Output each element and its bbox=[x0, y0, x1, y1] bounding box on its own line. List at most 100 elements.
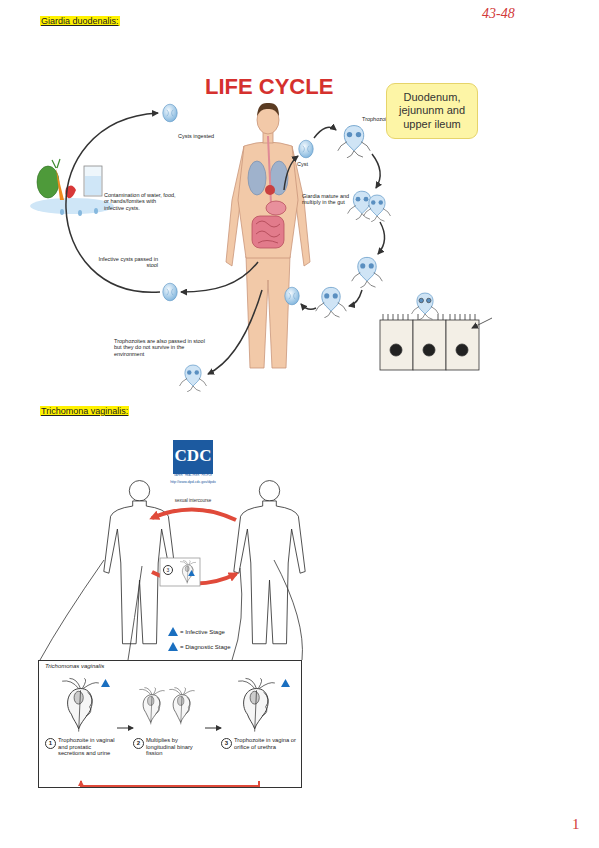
legend-swatch bbox=[168, 642, 178, 651]
trophozoite-drawing bbox=[238, 678, 275, 731]
food-water-contamination-part bbox=[56, 168, 64, 200]
step-text: Trophozoite in vaginal and prostatic sec… bbox=[58, 737, 117, 757]
food-water-contamination-part bbox=[30, 198, 114, 214]
human-figure-part bbox=[257, 103, 279, 116]
giardia-stages-part bbox=[352, 257, 383, 288]
heading-highlight: Giardia duodenalis: bbox=[40, 16, 120, 26]
legend-text: = Diagnostic Stage bbox=[180, 644, 231, 650]
legend-row: = Infective Stage bbox=[168, 622, 225, 640]
legend-swatch bbox=[168, 627, 178, 636]
giardia-stages-part bbox=[180, 365, 207, 392]
mini-stage-box-part bbox=[188, 570, 195, 576]
intestinal-epithelium-part bbox=[472, 318, 492, 328]
giardia-stages-part bbox=[316, 287, 347, 318]
legend-triangle bbox=[168, 627, 178, 636]
food-water-contamination-part bbox=[37, 166, 59, 198]
food-water-contamination-part bbox=[84, 166, 102, 196]
stage-illustration bbox=[221, 675, 297, 735]
stage-marker bbox=[281, 679, 290, 687]
panel-title: Trichomonas vaginalis bbox=[45, 663, 104, 669]
trophozoite-drawing bbox=[169, 688, 194, 725]
intestinal-epithelium bbox=[380, 293, 492, 370]
human-figure-part bbox=[246, 256, 290, 368]
heading-highlight: Trichomona vaginalis: bbox=[40, 406, 129, 416]
giardia-cycle-arrows bbox=[66, 113, 385, 374]
logo-text: CDC bbox=[173, 446, 213, 466]
cdc-logo-part bbox=[173, 440, 213, 474]
stage-illustration bbox=[133, 675, 205, 735]
giardia-stages-part bbox=[338, 126, 370, 158]
callout-number: 3 bbox=[163, 565, 173, 575]
stage-label: Infective cysts passed in stool bbox=[96, 256, 158, 269]
giardia-stages-part bbox=[163, 283, 177, 301]
step-text: Multiplies by longitudinal binary fissio… bbox=[146, 737, 205, 757]
human-figure-part bbox=[252, 216, 284, 248]
intestinal-epithelium-part bbox=[423, 344, 435, 356]
trophozoite-drawing bbox=[62, 678, 99, 731]
intestinal-epithelium-part bbox=[390, 344, 402, 356]
giardia-stages-part bbox=[285, 287, 299, 305]
leader-lines-part bbox=[232, 568, 242, 660]
intestinal-epithelium-part bbox=[413, 320, 446, 370]
giardia-cycle-arrows-part bbox=[378, 222, 385, 254]
food-water-contamination-part bbox=[85, 176, 101, 195]
food-water-contamination-part bbox=[94, 208, 98, 214]
legend-text: = Infective Stage bbox=[180, 629, 225, 635]
cycle-arrow bbox=[117, 728, 133, 729]
cycle-arrow bbox=[81, 781, 259, 786]
giardia-stages-part bbox=[163, 104, 177, 122]
diagram-title: LIFE CYCLE bbox=[205, 74, 333, 99]
food-water-contamination-part bbox=[78, 210, 82, 216]
intestinal-epithelium-part bbox=[446, 320, 479, 370]
trophozoite-drawing bbox=[139, 688, 164, 725]
giardia-cycle-arrows-part bbox=[301, 304, 316, 309]
location-text: Duodenum, jejununm and upper ileum bbox=[390, 91, 474, 131]
intestinal-epithelium-part bbox=[412, 293, 439, 320]
callout-number: 2 bbox=[133, 738, 144, 749]
stage-step: 1Trophozoite in vaginal and prostatic se… bbox=[45, 675, 117, 781]
giardia-cycle-arrows-part bbox=[314, 127, 336, 138]
giardia-cycle-arrows-part bbox=[181, 262, 258, 292]
mini-stage-box bbox=[160, 558, 200, 586]
page-number: 1 bbox=[572, 816, 580, 833]
location-box: Duodenum, jejununm and upper ileum bbox=[386, 83, 478, 139]
stage-marker bbox=[101, 679, 110, 687]
leader-lines-part bbox=[128, 566, 142, 660]
giardia-stages bbox=[163, 104, 391, 392]
giardia-cycle-arrows-part bbox=[372, 154, 380, 188]
cycle-arrow bbox=[205, 728, 221, 729]
mini-stage-box-part bbox=[180, 560, 196, 583]
host-figures-part bbox=[234, 481, 305, 644]
human-figure-part bbox=[238, 142, 298, 258]
arrow-label: sexual intercourse bbox=[160, 498, 226, 503]
callout-number: 1 bbox=[45, 738, 56, 749]
human-figure-part bbox=[265, 185, 275, 195]
stage-label: Giardia mature and multiply in the gut bbox=[302, 193, 358, 206]
stage-label: Cyst bbox=[297, 161, 308, 167]
lifecycle-panel: Trichomonas vaginalis1Trophozoite in vag… bbox=[38, 660, 302, 788]
stage-step: 2Multiplies by longitudinal binary fissi… bbox=[133, 675, 205, 781]
section-heading: Giardia duodenalis: bbox=[40, 16, 120, 26]
food-water-contamination-part bbox=[52, 159, 60, 168]
intestinal-epithelium-part bbox=[380, 320, 413, 370]
step-text: Trophozoite in vagina or orifice of uret… bbox=[234, 737, 297, 750]
leader-lines-part bbox=[274, 560, 302, 660]
giardia-stages-part bbox=[364, 195, 391, 222]
stage-label: Contamination of water, food, or hands/f… bbox=[104, 192, 176, 211]
leader-lines-part bbox=[40, 560, 104, 660]
stage-label: Trophozoites are also passed in stool bu… bbox=[114, 338, 210, 357]
logo-url: http://www.dpd.cdc.gov/dpdx bbox=[158, 480, 228, 484]
logo-tagline: SAFER · HEALTHIER · PEOPLE bbox=[163, 475, 223, 478]
cdc-logo bbox=[173, 440, 213, 474]
transmission-arrows-part bbox=[152, 509, 236, 520]
human-figure bbox=[226, 103, 310, 368]
food-water-contamination-part bbox=[60, 209, 64, 215]
legend-row: = Diagnostic Stage bbox=[168, 637, 231, 655]
intestinal-epithelium-part bbox=[456, 344, 468, 356]
legend-triangle bbox=[168, 642, 178, 651]
handwritten-note: 43-48 bbox=[482, 6, 515, 22]
stage-step: 3Trophozoite in vagina or orifice of ure… bbox=[221, 675, 297, 781]
intestinal-epithelium-part bbox=[383, 314, 475, 320]
